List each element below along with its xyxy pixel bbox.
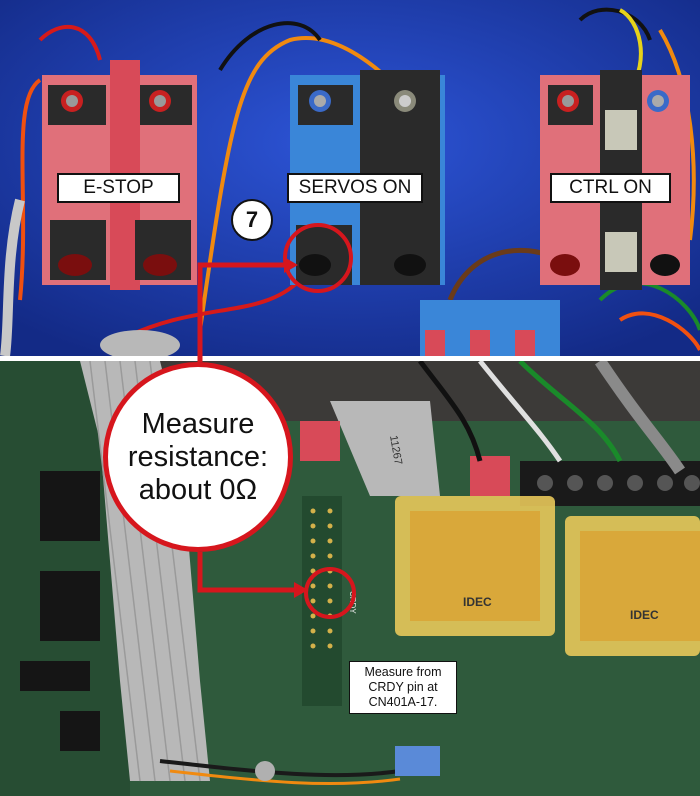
- servos-on-label: SERVOS ON: [287, 173, 423, 203]
- step-number-badge: 7: [231, 199, 273, 241]
- target-circle-switch: [283, 223, 353, 293]
- relay-brand-1: IDEC: [463, 595, 492, 609]
- callout-line-3: about 0Ω: [138, 473, 258, 506]
- measurement-note: Measure from CRDY pin at CN401A-17.: [349, 661, 457, 714]
- target-circle-crdy-pin: [304, 567, 356, 619]
- ctrl-on-label: CTRL ON: [550, 173, 671, 203]
- callout-line-2: resistance:: [127, 440, 269, 473]
- note-line-3: CN401A-17.: [368, 695, 438, 709]
- estop-label: E-STOP: [57, 173, 180, 203]
- cable-marking-text: 11267: [387, 434, 404, 465]
- measurement-callout: Measure resistance: about 0Ω: [103, 362, 293, 552]
- note-line-2: CRDY pin at: [368, 680, 438, 694]
- note-line-1: Measure from: [364, 665, 442, 679]
- callout-line-1: Measure: [141, 407, 255, 440]
- photo-divider: [0, 356, 700, 361]
- relay-brand-2: IDEC: [630, 608, 659, 622]
